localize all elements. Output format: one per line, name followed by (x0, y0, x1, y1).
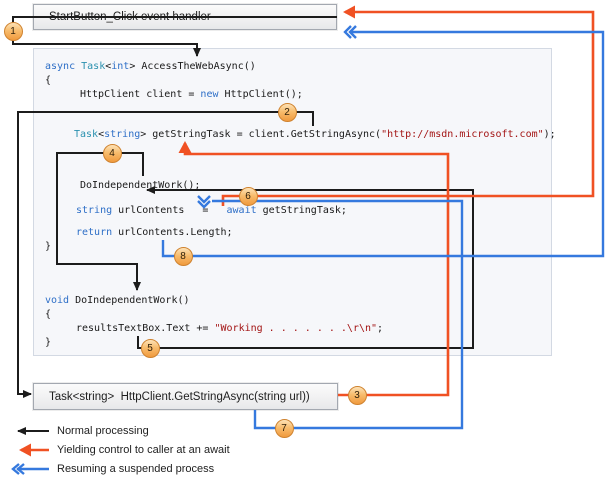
code-line-8: } (45, 241, 51, 252)
code-token: await (226, 205, 257, 216)
code-token: void (45, 295, 70, 306)
code-line-2: { (45, 75, 51, 86)
code-line-5: DoIndependentWork(); (80, 180, 200, 191)
legend-label-yield: Yielding control to caller at an await (57, 444, 230, 456)
code-line-6: string urlContents = await getStringTask… (76, 205, 347, 216)
code-token: > getStringTask = client.GetStringAsync( (140, 129, 382, 140)
legend-label-normal: Normal processing (57, 425, 149, 437)
code-token: int (111, 61, 130, 72)
code-token: > AccessTheWebAsync() (129, 61, 256, 72)
code-token: urlContents.Length; (112, 227, 233, 238)
code-token: Task (74, 129, 99, 140)
code-token: new (200, 89, 219, 100)
code-token: "Working . . . . . . .\r\n" (214, 323, 378, 334)
code-line-7: return urlContents.Length; (76, 227, 233, 238)
code-token: getStringTask; (256, 205, 347, 216)
legend-row-normal: Normal processing (5, 424, 149, 438)
code-token: } (45, 241, 52, 252)
yield-arrow-icon (19, 443, 49, 457)
code-line-12: } (45, 337, 51, 348)
code-token: Task (81, 61, 106, 72)
code-token: { (45, 75, 52, 86)
code-line-9: void DoIndependentWork() (45, 295, 190, 306)
code-token: ; (377, 323, 384, 334)
code-line-4: Task<string> getStringTask = client.GetS… (74, 129, 556, 140)
code-token: } (45, 337, 52, 348)
code-token: return (76, 227, 113, 238)
code-token: DoIndependentWork() (69, 295, 190, 306)
code-token: "http://msdn.microsoft.com" (381, 129, 544, 140)
code-token: HttpClient client = (80, 89, 201, 100)
code-token: DoIndependentWork(); (80, 180, 201, 191)
code-token: string (76, 205, 113, 216)
code-token: async (45, 61, 76, 72)
code-line-3: HttpClient client = new HttpClient(); (80, 89, 303, 100)
code-token: < (105, 61, 112, 72)
legend-row-yield: Yielding control to caller at an await (5, 443, 230, 457)
normal-arrow-icon (17, 427, 49, 435)
code-line-10: { (45, 309, 51, 320)
code-token: { (45, 309, 52, 320)
code-token: string (104, 129, 141, 140)
code-token: ); (543, 129, 556, 140)
code-token: HttpClient(); (218, 89, 303, 100)
legend-label-resume: Resuming a suspended process (57, 463, 215, 475)
resume-arrow-icon (11, 463, 49, 475)
code-line-11: resultsTextBox.Text += "Working . . . . … (76, 323, 383, 334)
legend-row-resume: Resuming a suspended process (5, 462, 214, 476)
code-token: resultsTextBox.Text += (76, 323, 215, 334)
code-line-1: async Task<int> AccessTheWebAsync() (45, 61, 256, 72)
code-token: urlContents = (112, 205, 227, 216)
